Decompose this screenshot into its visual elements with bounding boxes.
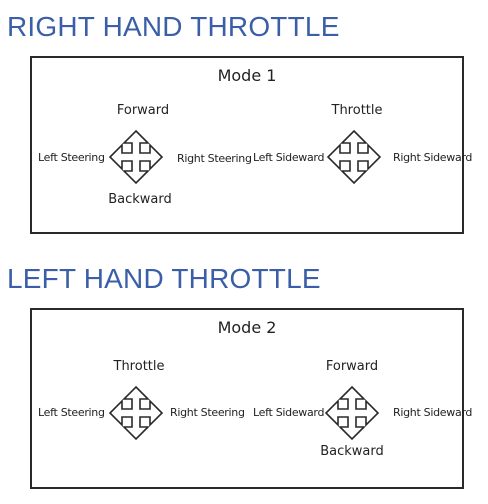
mode-2-panel: Mode 2 Throttle Left Steering Right Stee…: [30, 308, 472, 489]
right-stick-right-label: Right Sideward: [393, 151, 473, 164]
left-stick-left-label: Left Steering: [38, 406, 105, 419]
left-stick-four-way-arrow-icon: [108, 129, 164, 185]
right-stick-down-label: Backward: [320, 444, 384, 459]
left-stick-right-label: Right Steering: [177, 152, 252, 165]
mode-label: Mode 1: [217, 66, 277, 85]
left-stick-up-label: Throttle: [113, 359, 165, 374]
right-stick-four-way-arrow-icon: [324, 385, 380, 441]
left-stick-left-label: Left Steering: [38, 151, 105, 164]
right-stick-left-label: Left Sideward: [253, 151, 325, 164]
mode-1-panel: Mode 1 Forward Left Steering Right Steer…: [30, 56, 472, 234]
section-title-right-hand: RIGHT HAND THROTTLE: [7, 11, 340, 42]
right-stick-up-label: Forward: [325, 359, 379, 374]
left-stick-right-label: Right Steering: [170, 406, 245, 419]
left-stick-down-label: Backward: [108, 192, 172, 207]
right-stick-right-label: Right Sideward: [393, 406, 473, 419]
right-stick-left-label: Left Sideward: [253, 406, 325, 419]
right-stick-up-label: Throttle: [331, 103, 383, 118]
section-title-left-hand: LEFT HAND THROTTLE: [7, 263, 321, 294]
left-stick-up-label: Forward: [116, 103, 170, 118]
right-stick-four-way-arrow-icon: [326, 129, 382, 185]
mode-label: Mode 2: [217, 318, 277, 337]
left-stick-four-way-arrow-icon: [108, 385, 164, 441]
